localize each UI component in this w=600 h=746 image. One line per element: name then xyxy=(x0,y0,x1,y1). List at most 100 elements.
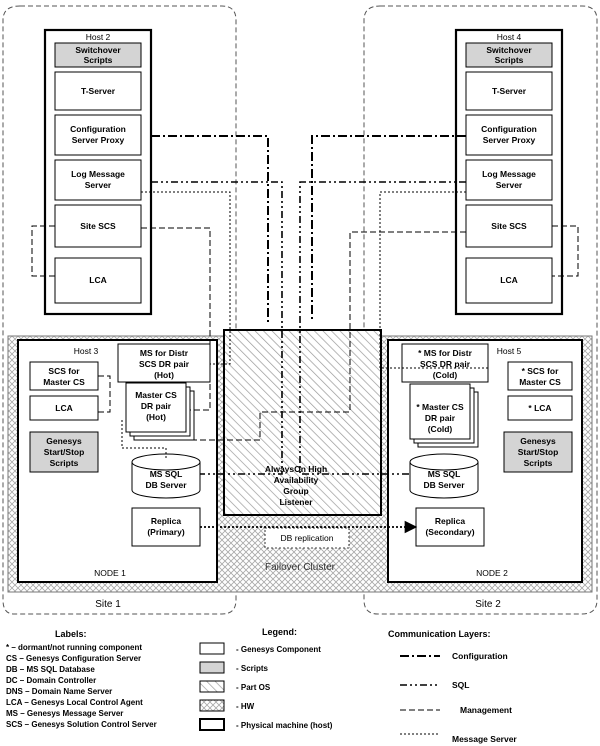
host3-msd-line1: MS for Distr xyxy=(140,348,189,358)
host2-title: Host 2 xyxy=(86,32,111,42)
host3-msd-line3: (Hot) xyxy=(154,370,174,380)
host5-db-line2: DB Server xyxy=(423,480,465,490)
host2-log-server xyxy=(54,159,142,201)
host2-site-scs xyxy=(54,204,142,248)
comm-item: Configuration xyxy=(452,651,508,661)
host2-lca xyxy=(54,257,142,304)
sql-lines xyxy=(151,181,466,475)
host4-tserver xyxy=(465,71,553,111)
host5-lca xyxy=(507,395,573,421)
host3-db-line2: DB Server xyxy=(145,480,187,490)
alwayson-line3: Group xyxy=(283,486,309,496)
host4-switchover-line2: Scripts xyxy=(495,55,524,65)
host5-master-cs xyxy=(409,383,471,440)
host2-config-line1: Configuration xyxy=(70,124,126,134)
host2-tserver-label: T-Server xyxy=(81,86,116,96)
host3-title: Host 3 xyxy=(74,346,99,356)
legend-item: - Genesys Component xyxy=(236,645,321,654)
message-server-lines xyxy=(121,191,490,460)
host4-site-scs xyxy=(465,204,553,248)
label-item: DB – MS SQL Database xyxy=(6,665,95,674)
labels-title: Labels: xyxy=(55,629,87,639)
site2-label: Site 2 xyxy=(475,599,501,610)
host4-config-line2: Server Proxy xyxy=(483,135,536,145)
host3-replica xyxy=(131,507,201,547)
host3-lca-label: LCA xyxy=(55,403,72,413)
label-item: DNS – Domain Name Server xyxy=(6,687,112,696)
alwayson-line1: AlwaysOn High xyxy=(265,464,327,474)
comm-item: Message Server xyxy=(452,734,517,744)
host2-lca-label: LCA xyxy=(89,275,106,285)
host3-scripts-line3: Scripts xyxy=(50,458,79,468)
host5-db-server xyxy=(409,453,479,499)
host3-lca xyxy=(29,395,99,421)
host3-scs-line1: SCS for xyxy=(48,366,80,376)
host3-db-server xyxy=(131,453,201,499)
host5-replica-line1: Replica xyxy=(435,516,466,526)
host3-replica-line2: (Primary) xyxy=(147,527,184,537)
host5-replica-line2: (Secondary) xyxy=(425,527,474,537)
legend-swatch-component xyxy=(199,642,225,655)
comm-item: Management xyxy=(460,705,512,715)
host4-log-server xyxy=(465,159,553,201)
host4-lca-label: LCA xyxy=(500,275,517,285)
host2-log-line1: Log Message xyxy=(71,169,125,179)
label-item: SCS – Genesys Solution Control Server xyxy=(6,720,157,729)
host5-mcs-line3: (Cold) xyxy=(428,424,453,434)
legend-item: - Physical machine (host) xyxy=(236,721,333,730)
host3-mcs-line1: Master CS xyxy=(135,390,177,400)
management-lines xyxy=(31,225,579,441)
alwayson-line4: Listener xyxy=(279,497,313,507)
host5-mcs-line1: * Master CS xyxy=(416,402,464,412)
host4-title: Host 4 xyxy=(497,32,522,42)
host5-title: Host 5 xyxy=(497,346,522,356)
host5-genesys-scripts xyxy=(503,431,573,473)
legend-item: - Part OS xyxy=(236,683,271,692)
alwayson-line2: Availability xyxy=(274,475,319,485)
host2-site-scs-label: Site SCS xyxy=(80,221,116,231)
host3-replica-line1: Replica xyxy=(151,516,182,526)
host2-log-line2: Server xyxy=(85,180,112,190)
label-item: CS – Genesys Configuration Server xyxy=(6,654,141,663)
host5-scripts-line1: Genesys xyxy=(520,436,556,446)
label-item: MS – Genesys Message Server xyxy=(6,709,123,718)
legend-item: - HW xyxy=(236,702,255,711)
alwayson-listener-area xyxy=(223,329,382,516)
host3-mcs-line2: DR pair xyxy=(141,401,172,411)
host5-scripts-line3: Scripts xyxy=(524,458,553,468)
host4-lca xyxy=(465,257,553,304)
site1-boundary xyxy=(2,5,237,615)
host4-tserver-label: T-Server xyxy=(492,86,527,96)
host3-master-cs xyxy=(125,382,187,433)
host5-node: NODE 2 xyxy=(476,568,508,578)
host5-db-line1: MS SQL xyxy=(428,469,461,479)
db-replication-label: DB replication xyxy=(281,533,334,543)
host5-msd-line3: (Cold) xyxy=(433,370,458,380)
host4-switchover-scripts xyxy=(465,42,553,68)
host5-mcs-line2: DR pair xyxy=(425,413,456,423)
host3-ms-distr xyxy=(117,343,211,383)
host3-scripts-line2: Start/Stop xyxy=(44,447,85,457)
legend-item: - Scripts xyxy=(236,664,269,673)
legend-swatch-os xyxy=(199,680,225,693)
host2-switchover-line2: Scripts xyxy=(84,55,113,65)
comm-title: Communication Layers: xyxy=(388,629,491,639)
host4-switchover-line1: Switchover xyxy=(486,45,532,55)
host5-replica xyxy=(415,507,485,547)
host3-genesys-scripts xyxy=(29,431,99,473)
legend-swatch-hw xyxy=(199,699,225,712)
host5-ms-distr xyxy=(401,343,489,383)
host3-scripts-line1: Genesys xyxy=(46,436,82,446)
host5-scripts-line2: Start/Stop xyxy=(518,447,559,457)
host2-config-proxy xyxy=(54,114,142,156)
failover-cluster-label: Failover Cluster xyxy=(265,562,336,573)
host5-msd-line1: * MS for Distr xyxy=(418,348,473,358)
label-item: * – dormant/not running component xyxy=(6,643,142,652)
host3-db-line1: MS SQL xyxy=(150,469,183,479)
db-replication-label-box xyxy=(264,527,350,549)
host5-scs-line1: * SCS for xyxy=(522,366,560,376)
host3-msd-line2: SCS DR pair xyxy=(139,359,190,369)
comm-item: SQL xyxy=(452,680,469,690)
legend-swatch-scripts xyxy=(199,661,225,674)
host2-config-line2: Server Proxy xyxy=(72,135,125,145)
